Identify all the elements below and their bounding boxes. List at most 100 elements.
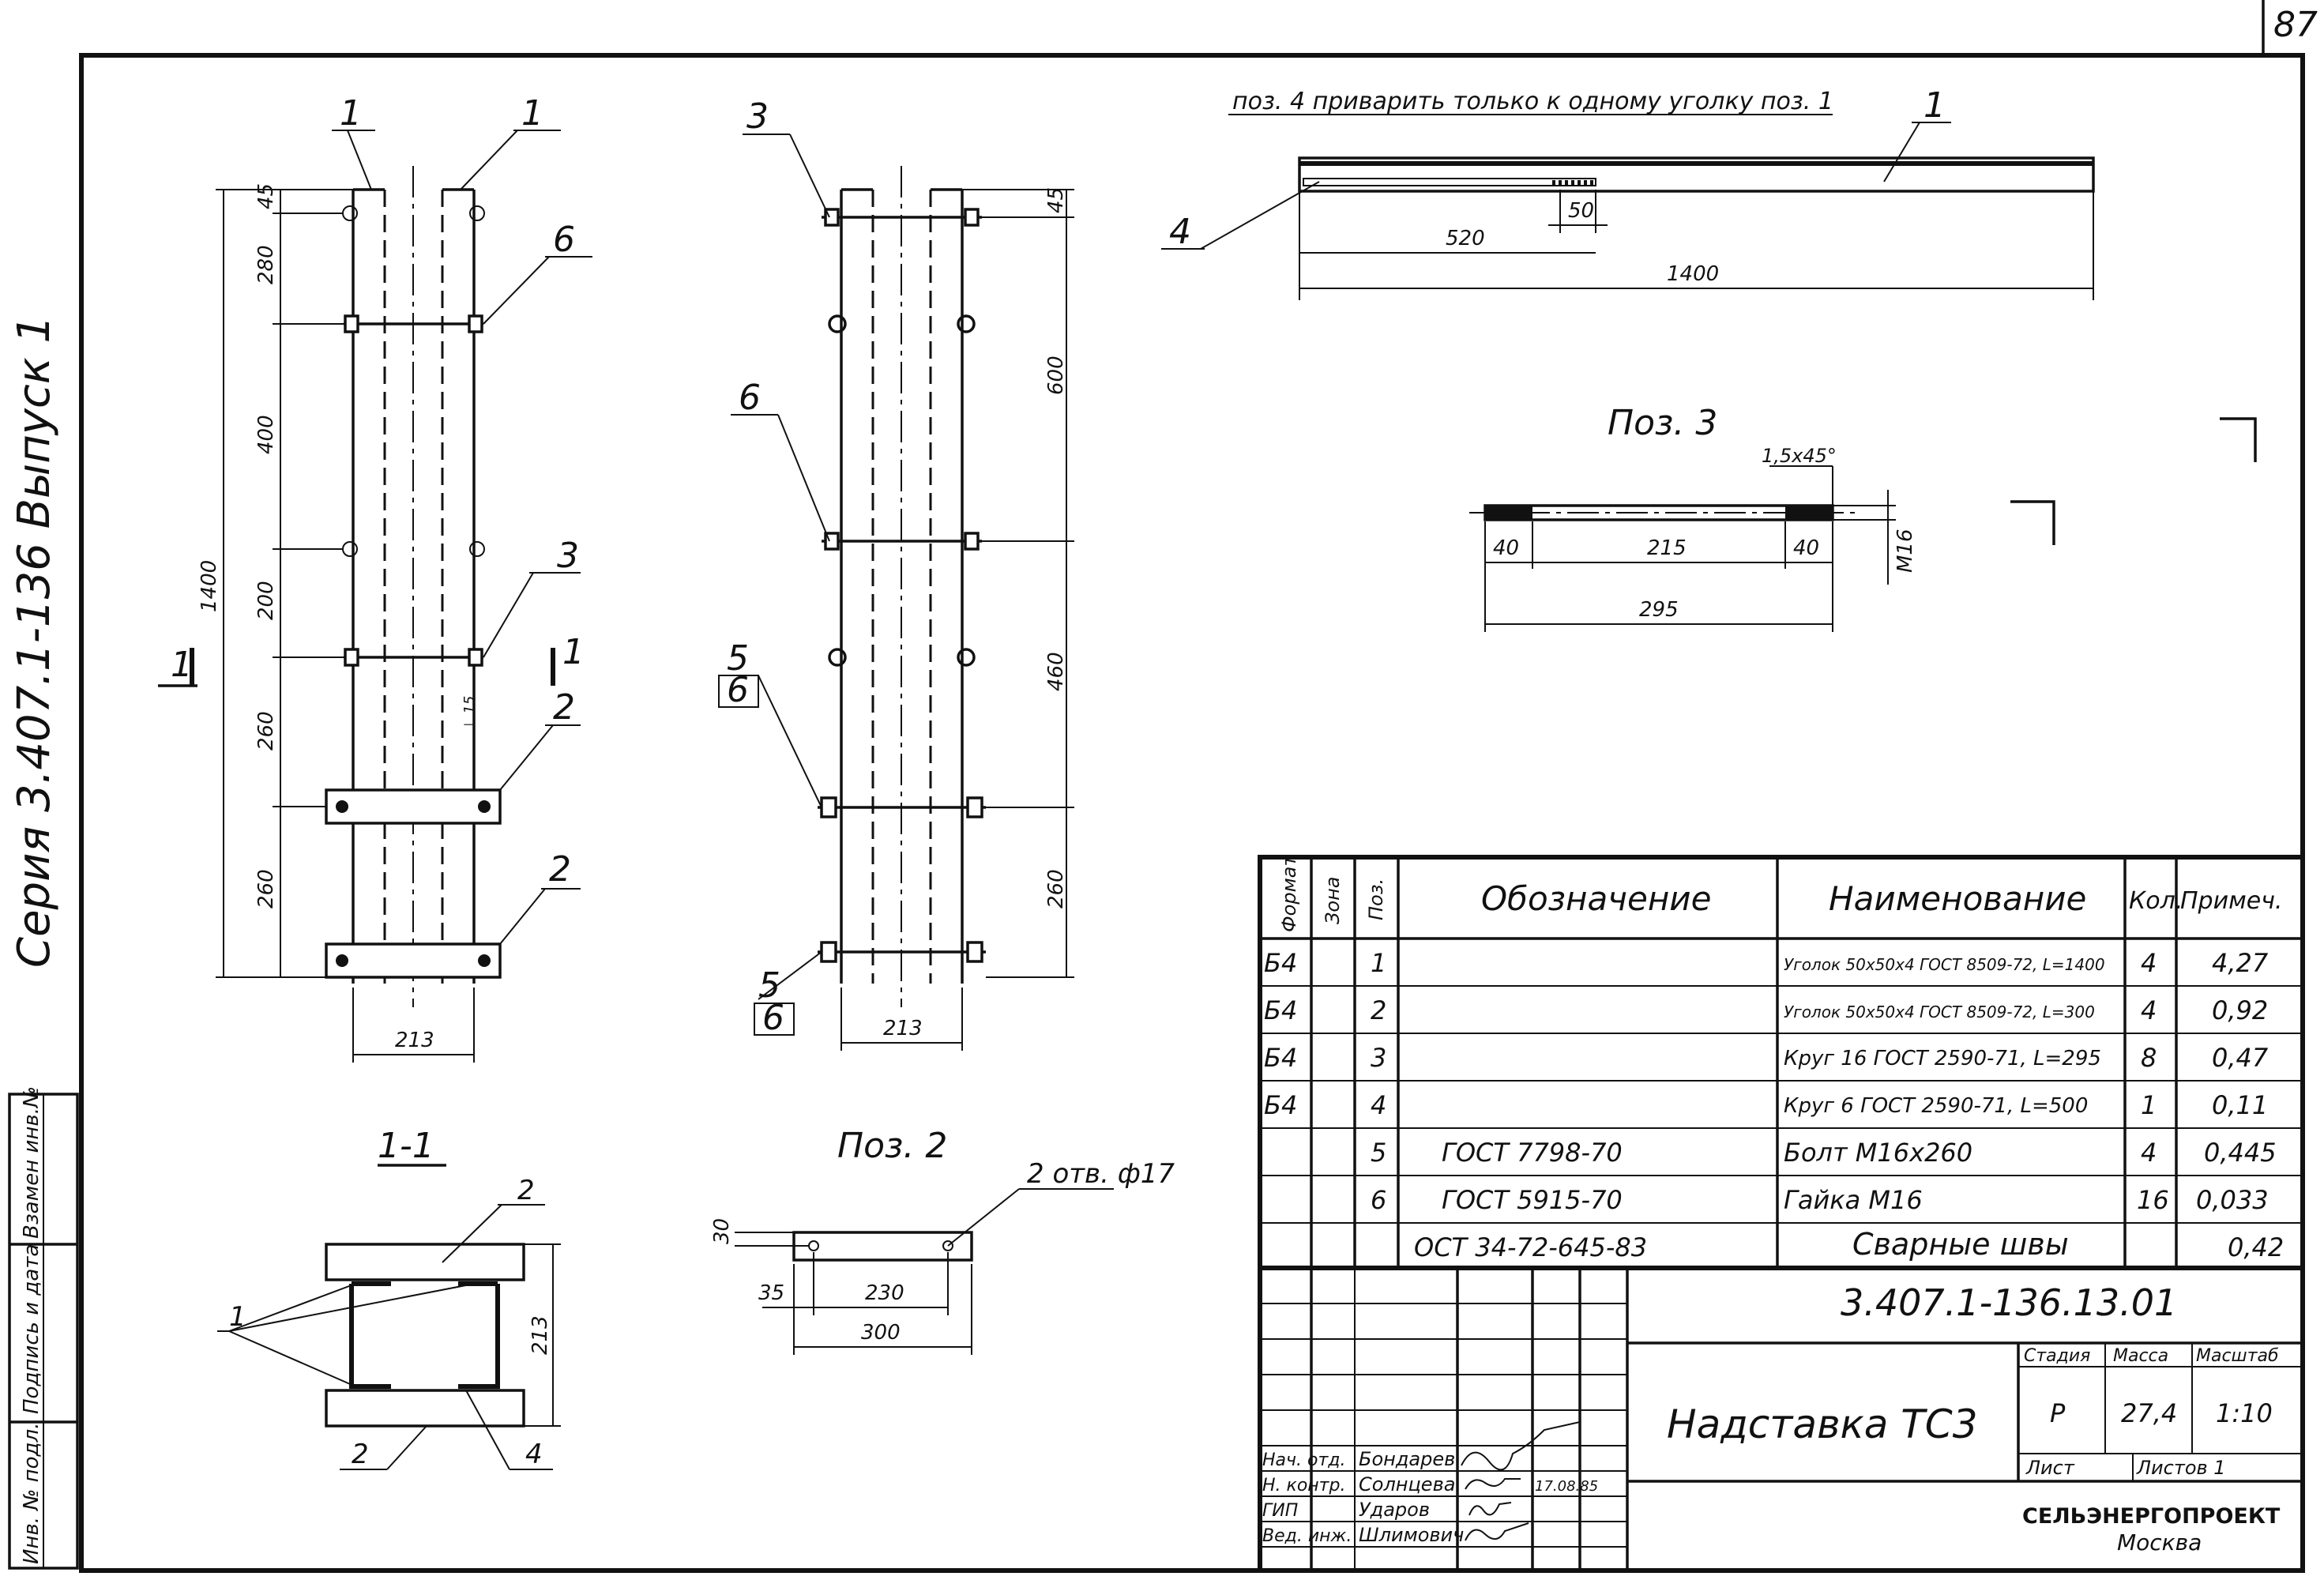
cell-qty: 8 — [2141, 1043, 2157, 1073]
dim-m16: М16 — [1893, 529, 1917, 573]
cell-qty: 4 — [2141, 948, 2157, 978]
plate-bottom — [325, 1389, 525, 1428]
hole — [942, 1240, 953, 1251]
hole — [336, 954, 348, 967]
role-label: Н. контр. — [1262, 1476, 1345, 1495]
hole — [342, 541, 358, 557]
leader-line — [442, 1204, 502, 1263]
leader-line — [777, 414, 830, 542]
pos-label: 3 — [557, 536, 579, 576]
dim-260: 260 — [1044, 869, 1068, 908]
cell-note: 4,27 — [2212, 948, 2269, 978]
pos2-title: Поз. 2 — [837, 1126, 947, 1166]
nut — [468, 314, 483, 333]
cell-note: 0,92 — [2212, 995, 2268, 1025]
hole — [957, 314, 976, 333]
pos-label: 1 — [340, 93, 362, 134]
hole — [828, 648, 847, 667]
dim-400: 400 — [254, 415, 278, 454]
plate-pos2 — [325, 942, 502, 979]
cell-qty: 1 — [2141, 1090, 2157, 1120]
table-row: Б4 3 Круг 16 ГОСТ 2590-71, L=295 8 0,47 — [1264, 1043, 2269, 1073]
dim-215: 215 — [1647, 536, 1687, 560]
role-label: Нач. отд. — [1262, 1450, 1346, 1470]
nut — [344, 314, 359, 333]
cell-note: 0,033 — [2196, 1185, 2269, 1215]
cell-format: Б4 — [1264, 1043, 1297, 1073]
org-city: Москва — [2117, 1529, 2202, 1556]
dim-260: 260 — [254, 711, 278, 750]
nut — [966, 941, 983, 963]
main-view-right: 45 600 460 260 213 3 6 5 6 5 6 — [718, 96, 1074, 1051]
pos-label: 6 — [727, 670, 749, 710]
pos-label: 6 — [762, 998, 784, 1038]
top-detail-view: поз. 4 приварить только к одному уголку … — [1161, 85, 2095, 300]
nut — [824, 208, 840, 227]
leader-line — [228, 1283, 475, 1332]
people-row: Нач. отд. Бондарев — [1262, 1421, 1581, 1471]
dim-260: 260 — [254, 869, 278, 908]
pos-label: 2 — [549, 849, 571, 890]
dim-213: 213 — [883, 1017, 923, 1040]
weld-mark: ⊥ 15 — [461, 696, 478, 731]
people-row: Вед. инж. Шлимович — [1262, 1522, 1529, 1546]
hole — [469, 205, 485, 221]
dim-45: 45 — [254, 183, 278, 209]
leader-line — [228, 1330, 356, 1387]
cell-pos: 6 — [1371, 1185, 1386, 1215]
signature — [1465, 1522, 1529, 1541]
dim-200: 200 — [254, 581, 278, 620]
dim-600: 600 — [1044, 356, 1068, 395]
signature — [1461, 1421, 1581, 1471]
nut — [344, 648, 359, 667]
hole — [478, 954, 491, 967]
hole — [957, 648, 976, 667]
cell-name: Уголок 50х50х4 ГОСТ 8509-72, L=1400 — [1784, 955, 2105, 974]
hole — [469, 541, 485, 557]
dim-35: 35 — [758, 1281, 784, 1305]
cell-name: Круг 16 ГОСТ 2590-71, L=295 — [1784, 1047, 2101, 1070]
cell-format: Б4 — [1264, 995, 1297, 1025]
cell-pos: 3 — [1371, 1043, 1386, 1073]
pos-label-box — [754, 1003, 795, 1036]
pos-label: 1 — [521, 93, 543, 134]
doc-number: 3.407.1-136.13.01 — [1841, 1281, 2177, 1324]
leader-line — [1200, 181, 1320, 250]
header-qty: Кол. — [2129, 887, 2183, 915]
cell-pos: 1 — [1371, 948, 1386, 978]
cell-qty: 16 — [2137, 1185, 2169, 1215]
main-view-left: ⊥ 15 45 280 400 200 260 260 1400 213 1 1… — [158, 93, 592, 1063]
table-row: 5 ГОСТ 7798-70 Болт М16х260 4 0,445 — [1371, 1138, 2277, 1168]
pos-label: 4 — [525, 1439, 543, 1470]
pos-label: 2 — [517, 1175, 535, 1206]
holes-note: 2 отв. ф17 — [1027, 1158, 1175, 1190]
leader-line — [483, 256, 550, 325]
header-name: Наименование — [1829, 879, 2086, 918]
dim-460: 460 — [1044, 652, 1068, 691]
plate-pos2 — [325, 788, 502, 825]
cell-designation: ГОСТ 7798-70 — [1442, 1138, 1623, 1168]
pos2-detail: Поз. 2 2 отв. ф17 30 35 230 300 — [710, 1126, 1175, 1355]
section-1-1: 1-1 213 2 1 2 4 — [217, 1126, 561, 1470]
dim-280: 280 — [254, 245, 278, 284]
cell-note: 0,47 — [2212, 1043, 2269, 1073]
leader-line — [758, 951, 822, 1000]
nut — [966, 796, 983, 818]
dim-1400: 1400 — [197, 560, 221, 612]
nut — [820, 796, 837, 818]
header-zone: Зона — [1322, 877, 1344, 924]
leader-line — [228, 1283, 356, 1332]
stamp-date: 17.08.85 — [1535, 1478, 1598, 1495]
mass-value: 27,4 — [2121, 1398, 2177, 1428]
angle-section — [458, 1284, 500, 1389]
weld-note: поз. 4 приварить только к одному уголку … — [1232, 88, 1833, 115]
people-row: Н. контр. Солнцева 17.08.85 — [1262, 1473, 1598, 1495]
pos-label: 1 — [229, 1301, 246, 1333]
chamfer-note: 1,5х45° — [1762, 445, 1837, 467]
signature — [1468, 1502, 1512, 1516]
leader-line — [483, 572, 534, 658]
title-block-border — [1258, 1266, 2305, 1573]
cell-pos: 2 — [1371, 995, 1386, 1025]
stage-label: Стадия — [2024, 1346, 2090, 1366]
dim-30: 30 — [710, 1218, 734, 1244]
